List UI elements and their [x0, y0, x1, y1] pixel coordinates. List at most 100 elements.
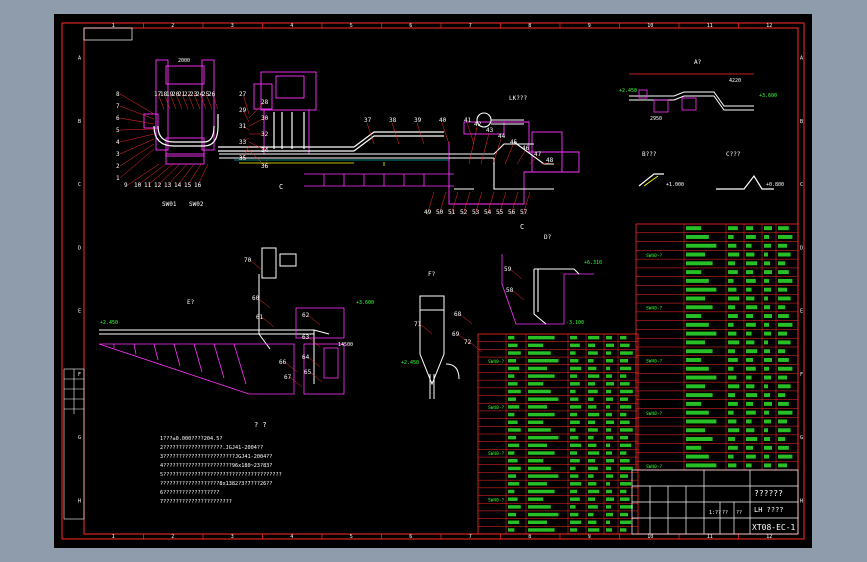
table-cell-text	[778, 331, 787, 336]
dim-e-2: +3.600	[356, 300, 374, 306]
callout-number: 46	[522, 145, 530, 152]
table-cell-text	[620, 505, 633, 509]
table-cell-text	[686, 322, 709, 327]
table-cell-text	[588, 474, 594, 478]
table-cell-text	[606, 335, 612, 340]
table-cell-text	[620, 335, 627, 340]
table-cell-text	[686, 454, 709, 459]
table-cell-text	[778, 437, 786, 442]
table-cell-text	[746, 234, 756, 239]
table-cell-text	[588, 435, 594, 440]
table-cell-text	[686, 270, 702, 275]
table-cell-text	[778, 445, 789, 450]
table-cell-text	[620, 389, 633, 394]
callout-number: 7	[116, 103, 120, 110]
section-f-view: F? +2.450	[401, 271, 460, 399]
table-cell-text	[728, 393, 735, 398]
table-cell-text	[570, 520, 582, 524]
table-cell-text	[686, 428, 705, 433]
table-cell-text	[728, 322, 734, 327]
table-cell-text	[588, 335, 600, 340]
table-cell-text	[606, 343, 614, 348]
table-cell-text	[606, 520, 610, 524]
table-cell-text	[570, 489, 577, 494]
table-cell-text	[620, 466, 633, 471]
table-cell-text	[746, 375, 752, 380]
grid-number-top: 11	[707, 23, 713, 29]
grid-number-top: 8	[528, 23, 531, 29]
section-e-view: E? +2.450 +3.600 14500	[98, 247, 374, 395]
note-line: 3???????????????????????JGJ41-2004??	[160, 454, 272, 460]
table-cell-text	[528, 374, 555, 378]
table-cell-text	[764, 296, 768, 301]
grid-number-bottom: 10	[647, 534, 653, 540]
grid-letter-left: C	[78, 182, 81, 188]
table-cell-text	[728, 305, 735, 310]
section-b-view: B??? +1.000	[638, 151, 684, 188]
table-cell-text	[746, 384, 755, 389]
table-cell-text	[528, 451, 555, 455]
grid-number-top: 5	[350, 23, 353, 29]
table-cell-text	[778, 410, 793, 415]
table-cell-text	[728, 278, 734, 283]
table-cell-text	[746, 445, 753, 450]
table-cell-text	[686, 314, 702, 319]
table-group-label: SW40-?	[646, 411, 663, 417]
dim-a-3: +3.600	[759, 93, 777, 99]
table-cell-text	[508, 482, 520, 486]
section-b-title: B???	[642, 151, 657, 158]
table-cell-text	[606, 412, 612, 417]
callout-number: 15	[184, 182, 192, 189]
table-cell-text	[686, 331, 717, 336]
table-cell-text	[746, 340, 755, 345]
grid-number-top: 10	[647, 23, 653, 29]
grid-letter-right: F	[800, 372, 803, 378]
table-cell-text	[728, 437, 735, 442]
table-cell-text	[588, 505, 598, 509]
callout-number: 55	[496, 209, 504, 216]
table-cell-text	[528, 405, 547, 409]
grid-number-bottom: 1	[112, 534, 115, 540]
table-cell-text	[620, 351, 633, 355]
table-cell-text	[588, 528, 600, 532]
table-cell-text	[686, 278, 709, 283]
table-cell-text	[778, 296, 791, 301]
table-cell-text	[778, 278, 793, 283]
table-cell-text	[528, 366, 547, 371]
callout-number: 48	[546, 157, 554, 164]
section-mark-c2: C	[520, 223, 524, 231]
callout-number: 19	[166, 91, 174, 98]
callout-number: 25	[202, 91, 210, 98]
table-cell-text	[746, 419, 752, 424]
table-group-label: SW40-?	[488, 451, 505, 457]
table-cell-text	[508, 351, 521, 355]
table-cell-text	[606, 466, 611, 471]
table-cell-text	[764, 287, 771, 292]
grid-letter-left: H	[78, 498, 81, 504]
grid-number-bottom: 7	[469, 534, 472, 540]
table-cell-text	[746, 270, 753, 275]
callout-number: 10	[134, 182, 142, 189]
grid-number-top: 1	[112, 23, 115, 29]
table-cell-text	[570, 528, 577, 532]
table-cell-text	[746, 287, 752, 292]
callout-number: 67	[284, 374, 292, 381]
table-cell-text	[588, 366, 597, 371]
table-cell-text	[686, 463, 717, 468]
table-cell-text	[570, 374, 577, 378]
table-cell-text	[764, 375, 771, 380]
section-c-view: C??? +0.800	[716, 151, 784, 190]
table-cell-text	[746, 410, 756, 415]
table-cell-text	[508, 343, 518, 348]
table-cell-text	[764, 349, 770, 354]
table-cell-text	[778, 401, 789, 406]
table-cell-text	[728, 419, 737, 424]
table-cell-text	[606, 443, 610, 448]
dim-b: +1.000	[666, 182, 684, 188]
table-cell-text	[570, 397, 579, 401]
table-cell-text	[686, 252, 705, 257]
table-cell-text	[778, 366, 793, 371]
table-cell-text	[620, 397, 628, 401]
callout-number: 69	[452, 331, 460, 338]
